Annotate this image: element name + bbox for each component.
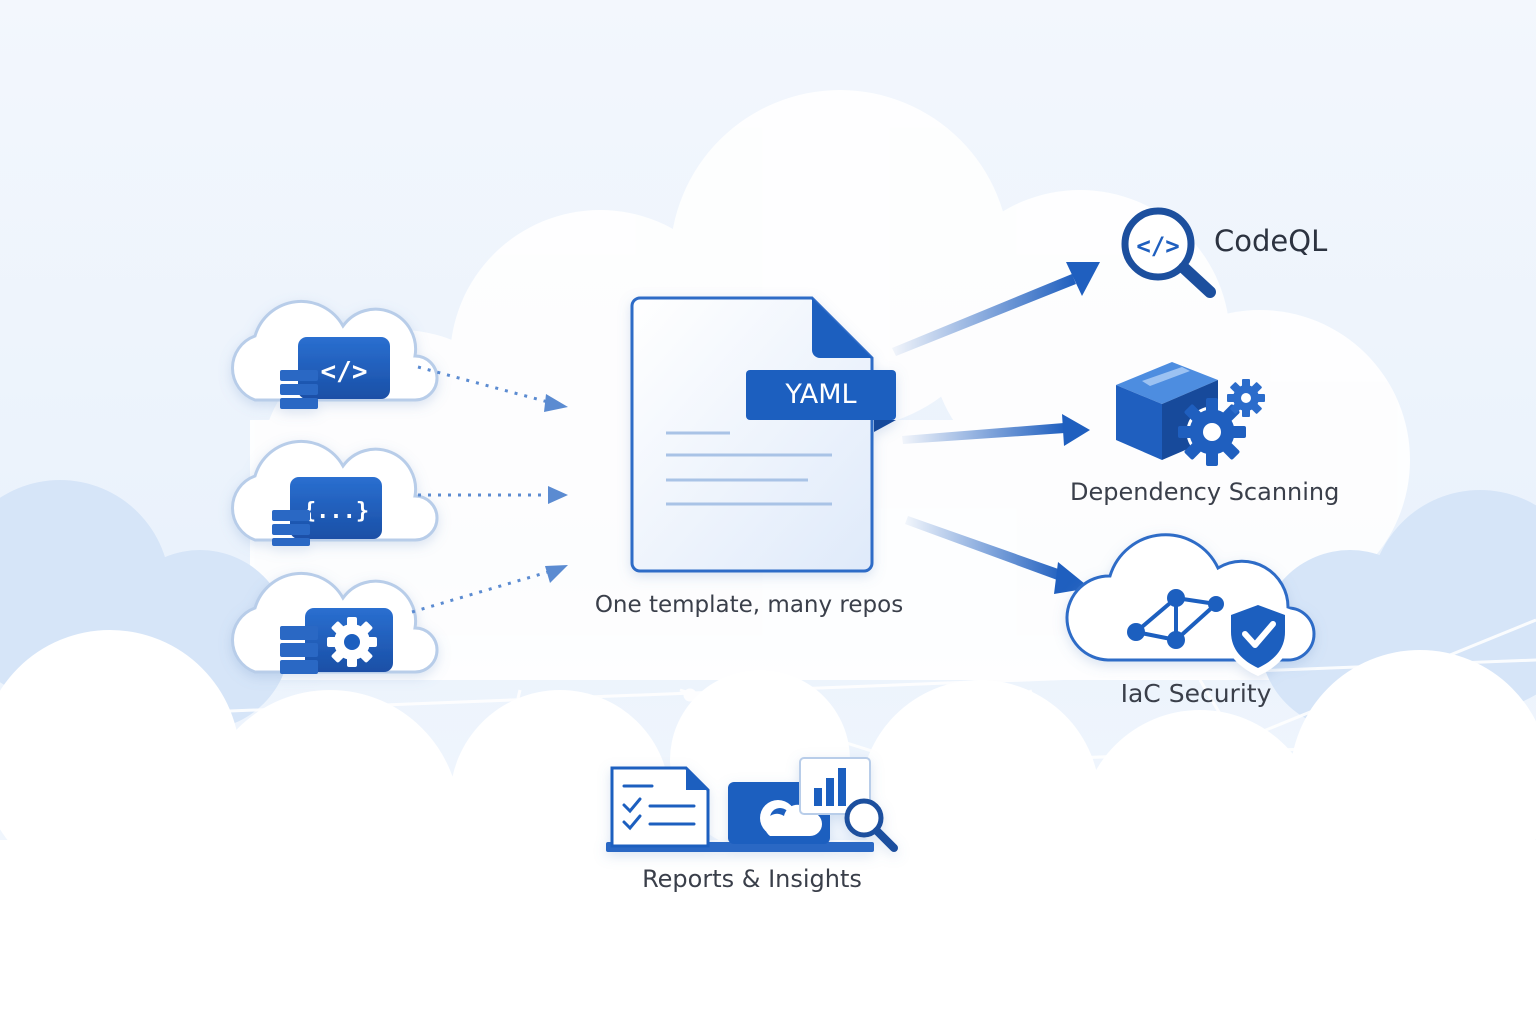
server-icon [272, 510, 310, 546]
repo-arrowheads [544, 394, 568, 583]
cloud-band-blue [0, 480, 1536, 730]
yaml-badge [746, 370, 896, 420]
code-icon [298, 337, 390, 399]
magnifier-icon [844, 798, 898, 852]
svg-text:{...}: {...} [303, 499, 369, 524]
dependency-scanning-label: Dependency Scanning [1070, 478, 1340, 506]
svg-text:</>: </> [321, 357, 368, 387]
iac-security-label: IaC Security [1120, 679, 1272, 708]
code-search-icon: </> [1121, 207, 1216, 298]
reports-insights-label: Reports & Insights [642, 865, 862, 893]
codeql-label: CodeQL [1214, 224, 1328, 258]
document-lines [666, 431, 832, 506]
checklist-icon [622, 784, 696, 831]
repo-cloud-gear [230, 571, 439, 674]
gear-icon [327, 617, 377, 667]
cloud-network-shield-icon [1065, 533, 1316, 676]
repo-cloud-braces: {...} [230, 439, 439, 546]
foreground-clouds [0, 630, 1536, 1024]
shield-icon [1224, 598, 1292, 676]
template-caption: One template, many repos [594, 592, 904, 618]
yaml-badge-label: YAML [785, 379, 857, 410]
braces-icon [290, 477, 382, 539]
svg-text:</>: </> [1136, 232, 1179, 260]
repo-cloud-code: </> [230, 299, 439, 409]
server-icon [280, 626, 318, 674]
repo-connectors [411, 365, 549, 614]
checklist-dashboard-icon [606, 757, 898, 852]
bar-chart-icon [814, 768, 846, 806]
package-gears-icon [1116, 362, 1265, 466]
yaml-template-document [630, 296, 896, 573]
server-icon [280, 370, 318, 409]
